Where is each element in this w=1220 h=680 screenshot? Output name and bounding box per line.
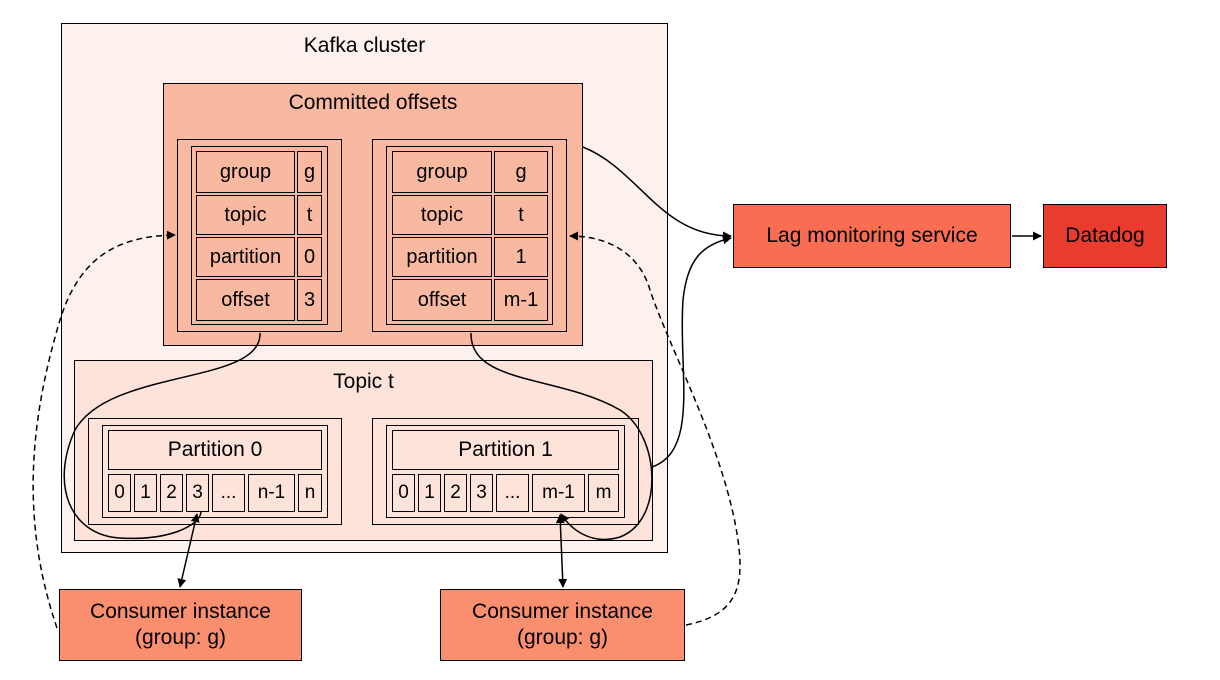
- partition-0-offset-cell: n-1: [248, 474, 295, 512]
- consumer-instance-1-group: (group: g): [134, 626, 227, 649]
- partition-0-offset-cell: 3: [186, 474, 209, 512]
- offset-value-offset: 3: [297, 279, 322, 321]
- offset-key-offset: offset: [392, 279, 492, 321]
- consumer-instance-2-name: Consumer instance: [472, 600, 653, 623]
- offset-value-partition: 0: [297, 237, 322, 277]
- consumer-instance-2-group: (group: g): [516, 626, 609, 649]
- partition-1-offset-cell: 0: [392, 474, 415, 512]
- offset-value-topic: t: [297, 195, 322, 235]
- topic-t-label: Topic t: [333, 370, 394, 393]
- consumer-instance-1: Consumer instance (group: g): [59, 589, 302, 661]
- offset-key-group: group: [392, 151, 492, 193]
- partition-1-offset-cell: 1: [418, 474, 441, 512]
- offset-key-group: group: [196, 151, 295, 193]
- offset-key-partition: partition: [196, 237, 295, 277]
- consumer-instance-2: Consumer instance (group: g): [440, 589, 685, 661]
- kafka-cluster-label: Kafka cluster: [303, 34, 426, 57]
- partition-1-offset-cell: 3: [470, 474, 493, 512]
- offset-key-offset: offset: [196, 279, 295, 321]
- partition-0-offset-cell: 0: [108, 474, 131, 512]
- partition-0-offset-cell: ...: [212, 474, 245, 512]
- offset-value-group: g: [494, 151, 548, 193]
- offset-value-topic: t: [494, 195, 548, 235]
- partition-0-offset-cell: 1: [134, 474, 157, 512]
- partition-0-offset-cell: 2: [160, 474, 183, 512]
- offset-key-topic: topic: [196, 195, 295, 235]
- partition-1-offset-cell: m: [588, 474, 619, 512]
- partition-0-label: Partition 0: [108, 430, 322, 470]
- committed-offsets-label: Committed offsets: [288, 91, 458, 114]
- offset-value-group: g: [297, 151, 322, 193]
- partition-0-offset-cell: n: [298, 474, 322, 512]
- lag-monitoring-service: Lag monitoring service: [733, 204, 1011, 268]
- partition-1-label: Partition 1: [392, 430, 619, 470]
- partition-1-offset-cell: ...: [496, 474, 529, 512]
- partition-1-offset-cell: m-1: [532, 474, 585, 512]
- offset-key-topic: topic: [392, 195, 492, 235]
- offset-key-partition: partition: [392, 237, 492, 277]
- consumer-instance-1-name: Consumer instance: [90, 600, 271, 623]
- offset-value-partition: 1: [494, 237, 548, 277]
- offset-value-offset: m-1: [494, 279, 548, 321]
- datadog: Datadog: [1043, 204, 1167, 268]
- partition-1-offset-cell: 2: [444, 474, 467, 512]
